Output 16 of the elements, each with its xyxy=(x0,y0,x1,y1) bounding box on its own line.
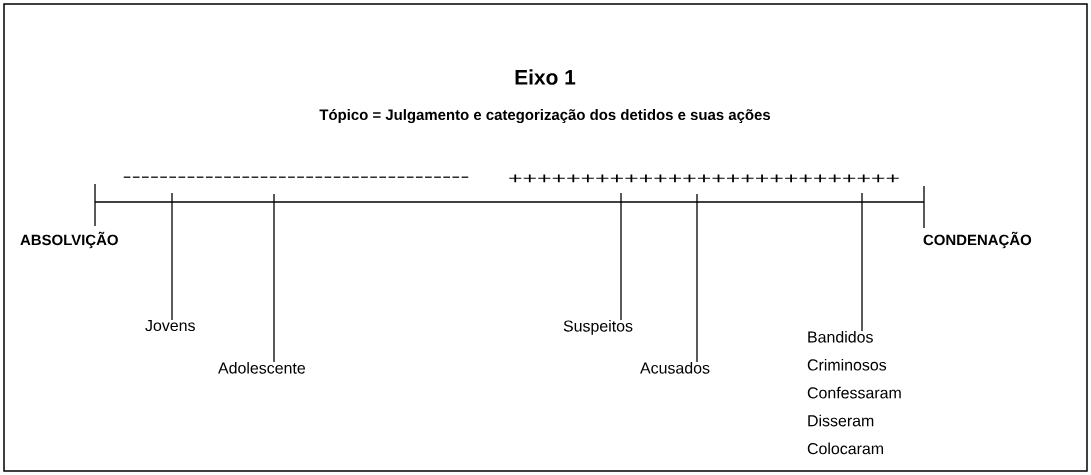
leader-line xyxy=(861,192,863,332)
pole-label: CONDENAÇÃO xyxy=(923,231,1032,249)
leader-line xyxy=(696,193,698,363)
minus-scale: -------------------------------------- xyxy=(123,176,469,178)
subtitle: Tópico = Julgamento e categorização dos detidos e suas ações xyxy=(319,108,771,124)
term-label: Acusados xyxy=(640,362,710,374)
term-label: Jovens xyxy=(145,320,195,332)
term-label: Adolescente xyxy=(218,362,305,374)
term-label: Suspeitos xyxy=(563,320,633,335)
term-label: Bandidos Criminosos Confessaram Disseram Colocaram xyxy=(807,331,901,455)
leader-line xyxy=(171,192,173,321)
pole-label: ABSOLVIÇÃO xyxy=(20,231,118,249)
plus-scale: +++++++++++++++++++++++++++ xyxy=(509,174,899,183)
leader-line xyxy=(273,193,275,363)
leader-line xyxy=(620,192,622,321)
title: Eixo 1 xyxy=(515,69,576,85)
